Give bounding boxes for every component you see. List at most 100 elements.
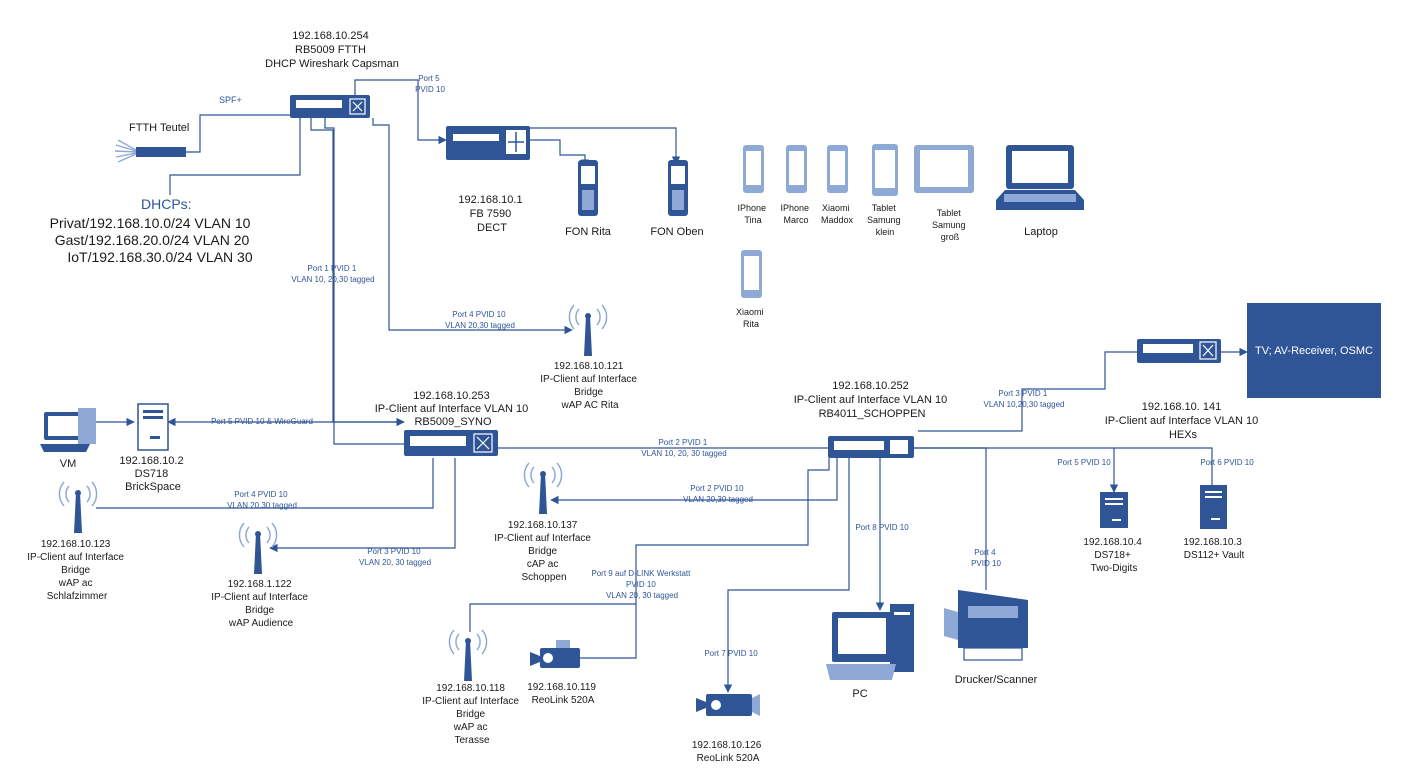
reolink-119-camera-icon — [530, 640, 580, 668]
label-line: Port 2 PVID 1 — [658, 438, 707, 447]
laptop-label: Laptop — [1024, 226, 1058, 238]
label-line: Maddox — [821, 215, 854, 225]
label-line: IP-Client auf Interface VLAN 10 — [375, 403, 528, 415]
printer-icon — [944, 590, 1028, 661]
label-line: 192.168.10.126 — [692, 740, 762, 751]
ap-schlafzimmer-icon — [58, 481, 98, 533]
label-line: IPhone — [737, 203, 766, 213]
ap-schoppen-icon — [523, 462, 563, 514]
fon-oben-icon — [668, 160, 688, 216]
link-dlink-apterasse — [469, 603, 636, 632]
ds718plus-label: 192.168.10.4 DS718+ Two-Digits — [1083, 537, 1144, 574]
dhcp-lines: Privat/192.168.10.0/24 VLAN 10 Gast/192.… — [50, 215, 255, 265]
iphone-marco-label: IPhone Marco — [780, 203, 811, 225]
label-line: Bridge — [61, 565, 90, 576]
link-schoppen-capac — [550, 458, 838, 505]
device-labels: 192.168.10.254 RB5009 FTTH DHCP Wireshar… — [27, 30, 1373, 764]
ftth-source-label: FTTH Teutel — [129, 122, 189, 134]
ftth-router-icon — [290, 95, 370, 118]
label-line: IP-Client auf Interface VLAN 10 — [1105, 415, 1258, 427]
ap-audience-icon — [238, 522, 278, 574]
fritzbox-icon — [446, 126, 530, 160]
label-line: Xiaomi — [736, 307, 764, 317]
ap-audience-label: 192.168.1.122 IP-Client auf Interface Br… — [211, 579, 311, 629]
label-line: Port 4 PVID 10 — [452, 310, 506, 319]
label-line: IP-Client auf Interface VLAN 10 — [794, 394, 947, 406]
ds112-label: 192.168.10.3 DS112+ Vault — [1183, 537, 1244, 561]
ap-terasse-label: 192.168.10.118 IP-Client auf Interface B… — [422, 683, 522, 746]
link-router-syno-2 — [324, 118, 404, 445]
label-line: Port 3 PVID 1 — [998, 389, 1047, 398]
label-line: 192.168.10.4 — [1083, 537, 1142, 548]
hexs-label: 192.168.10. 141 IP-Client auf Interface … — [1105, 401, 1262, 441]
link-schoppen-printer — [914, 447, 987, 590]
label-line: IP-Client auf Interface — [494, 533, 591, 544]
label-line: Schoppen — [521, 572, 566, 583]
label-line: Port 3 PVID 10 — [367, 547, 421, 556]
label-line: VLAN 20, 30 tagged — [606, 591, 678, 600]
label-line: Two-Digits — [1091, 563, 1138, 574]
label-line: 192.168.10.119 — [527, 682, 596, 693]
label-line: PVID 10 — [971, 559, 1001, 568]
iphone-tina-label: IPhone Tina — [737, 203, 768, 225]
xiaomi-rita-icon — [741, 250, 762, 298]
label-line: VLAN 20, 30 tagged — [359, 558, 431, 567]
label-line: Samung — [932, 220, 966, 230]
label-line: Tina — [744, 215, 761, 225]
label-line: IP-Client auf Interface — [540, 374, 637, 385]
ftth-router-line: DHCP Wireshark Capsman — [265, 58, 399, 70]
laptop-icon — [996, 145, 1084, 210]
port-label-p8-pc: Port 8 PVID 10 — [855, 523, 909, 532]
tv-box — [1247, 303, 1381, 398]
fon-rita-icon — [578, 160, 598, 216]
xiaomi-maddox-icon — [827, 145, 848, 193]
link-schoppen-ds718plus — [914, 447, 1119, 493]
label-line: Schlafzimmer — [47, 591, 108, 602]
link-schoppen-ds112 — [1114, 447, 1213, 485]
pc-label: PC — [852, 688, 867, 700]
port-label-p5-ds718: Port 5 PVID 10 & WireGuard — [211, 417, 313, 426]
link-router-fritzbox — [354, 79, 447, 145]
link-syno-apschlaf — [96, 458, 434, 509]
label-line: Bridge — [456, 709, 485, 720]
dhcp-title: DHCPs: — [141, 196, 192, 212]
vm-label: VM — [60, 458, 77, 470]
label-line: 192.168.10.118 — [436, 683, 505, 694]
label-line: wAP ac — [453, 722, 488, 733]
port-label-p1-syno: Port 1 PVID 1 VLAN 10, 20,30 tagged — [291, 264, 374, 284]
link-fritzbox-fonoben — [530, 127, 681, 165]
label-line: 192.168.10.123 — [41, 539, 111, 550]
label-line: Tablet — [937, 208, 962, 218]
label-line: IP-Client auf Interface — [422, 696, 519, 707]
ftth-router-label: 192.168.10.254 RB5009 FTTH DHCP Wireshar… — [265, 30, 399, 70]
syno-switch-icon — [404, 430, 498, 456]
tv-box-label: TV; AV-Receiver, OSMC — [1255, 345, 1373, 357]
label-line: ReoLink 520A — [532, 695, 595, 706]
fritzbox-line: FB 7590 — [470, 208, 512, 220]
label-line: Tablet — [872, 203, 897, 213]
label-line: Rita — [743, 319, 759, 329]
label-line: VLAN 10, 20,30 tagged — [291, 275, 374, 284]
label-line: DS112+ Vault — [1184, 550, 1245, 561]
label-line: PVID 10 — [626, 580, 656, 589]
fritzbox-line: DECT — [477, 222, 507, 234]
dhcp-line: IoT/192.168.30.0/24 VLAN 30 — [67, 249, 252, 265]
label-line: 192.168.10.253 — [413, 390, 489, 402]
port-label-p4-printer: Port 4 PVID 10 — [971, 548, 1001, 568]
dhcp-line: Gast/192.168.20.0/24 VLAN 20 — [55, 232, 250, 248]
tablet-gross-icon — [914, 145, 974, 193]
label-line: wAP Audience — [228, 618, 294, 629]
xiaomi-maddox-label: Xiaomi Maddox — [821, 203, 854, 225]
port-label-p4-schlaf: Port 4 PVID 10 VLAN 20,30 tagged — [227, 490, 297, 510]
label-line: wAP AC Rita — [560, 400, 618, 411]
port-label-p3-audience: Port 3 PVID 10 VLAN 20, 30 tagged — [359, 547, 431, 567]
pc-icon — [826, 604, 914, 680]
label-line: ReoLink 520A — [697, 753, 760, 764]
iphone-marco-icon — [786, 145, 807, 193]
label-line: DS718 — [135, 468, 169, 480]
label-line: 192.168.10.121 — [554, 361, 624, 372]
fritzbox-label: 192.168.10.1 FB 7590 DECT — [458, 194, 525, 234]
label-line: Port 9 auf D-LINK Werkstatt — [591, 569, 691, 578]
ap-rita-label: 192.168.10.121 IP-Client auf Interface B… — [540, 361, 640, 411]
